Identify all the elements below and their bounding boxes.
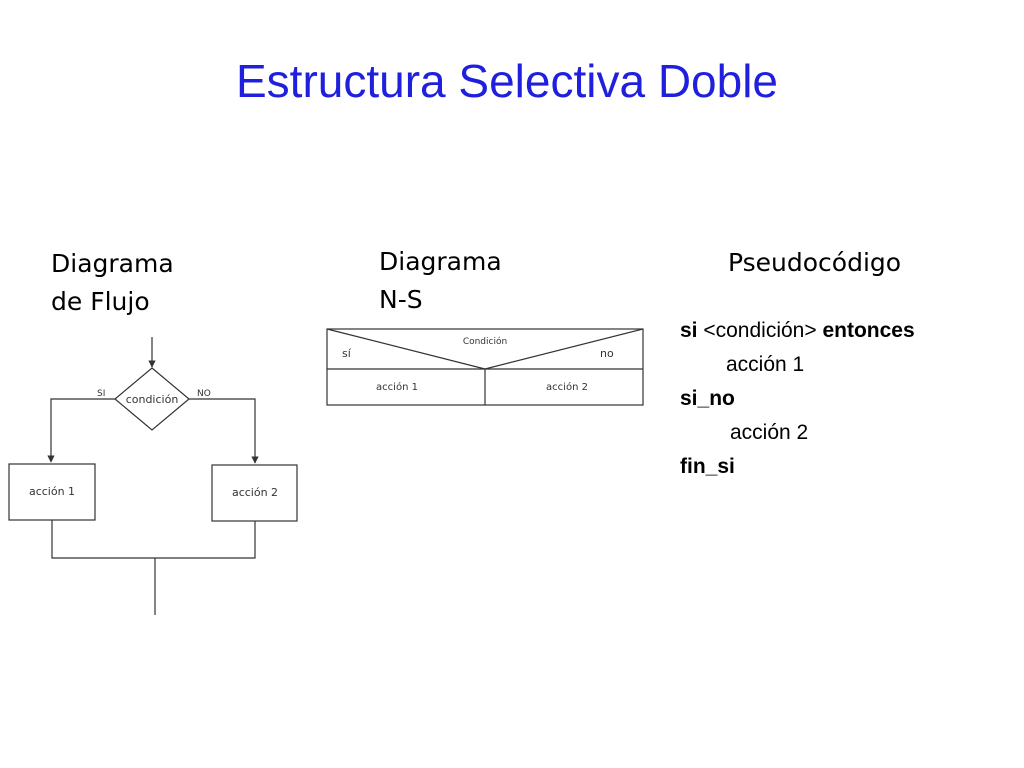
pseudocode-line-2: acción 1 (726, 353, 805, 376)
pseudocode-line-5: fin_si (680, 450, 915, 484)
ns-no-label: no (600, 347, 614, 360)
pseudocode-condition: <condición> (703, 319, 817, 342)
ns-diagonal-left (326, 328, 486, 370)
pseudocode-line-1: si <condición> entonces (680, 314, 915, 348)
flowchart-yes-label: SI (97, 389, 105, 399)
ns-heading: Diagrama N-S (379, 243, 502, 319)
pseudocode-line-3: si_no (680, 382, 915, 416)
keyword-si-no: si_no (680, 387, 735, 410)
flowchart-heading-line2: de Flujo (51, 287, 150, 316)
flowchart-action1-label: acción 1 (29, 485, 75, 498)
ns-action1-label: acción 1 (376, 381, 418, 393)
pseudocode-line-4: acción 2 (730, 421, 809, 444)
flowchart: condición SI NO acción 1 acción 2 (8, 337, 298, 615)
ns-diagonal-right (484, 328, 644, 370)
flowchart-yes-branch (47, 398, 115, 463)
flowchart-condition-label: condición (126, 393, 179, 406)
slide-title: Estructura Selectiva Doble (235, 55, 779, 107)
keyword-si: si (680, 319, 698, 342)
pseudocode-heading: Pseudocódigo (728, 248, 902, 277)
keyword-fin-si: fin_si (680, 455, 735, 478)
flowchart-no-label: NO (197, 389, 211, 399)
ns-diagram: Condición sí no acción 1 acción 2 (326, 328, 644, 406)
flowchart-heading: Diagrama de Flujo (51, 245, 174, 321)
ns-heading-line1: Diagrama (379, 247, 502, 276)
flowchart-merge-line (51, 520, 256, 559)
ns-heading-line2: N-S (379, 285, 423, 314)
flowchart-action2-label: acción 2 (232, 486, 278, 499)
ns-action2-label: acción 2 (546, 381, 588, 393)
flowchart-no-branch (189, 398, 259, 464)
pseudocode-block: si <condición> entonces acción 1 si_no a… (680, 314, 915, 484)
ns-yes-label: sí (342, 347, 352, 360)
flowchart-condition-diamond (114, 367, 190, 431)
flowchart-action2-box (211, 464, 298, 522)
ns-condition-label: Condición (463, 336, 507, 347)
flowchart-heading-line1: Diagrama (51, 249, 174, 278)
keyword-entonces: entonces (822, 319, 915, 342)
